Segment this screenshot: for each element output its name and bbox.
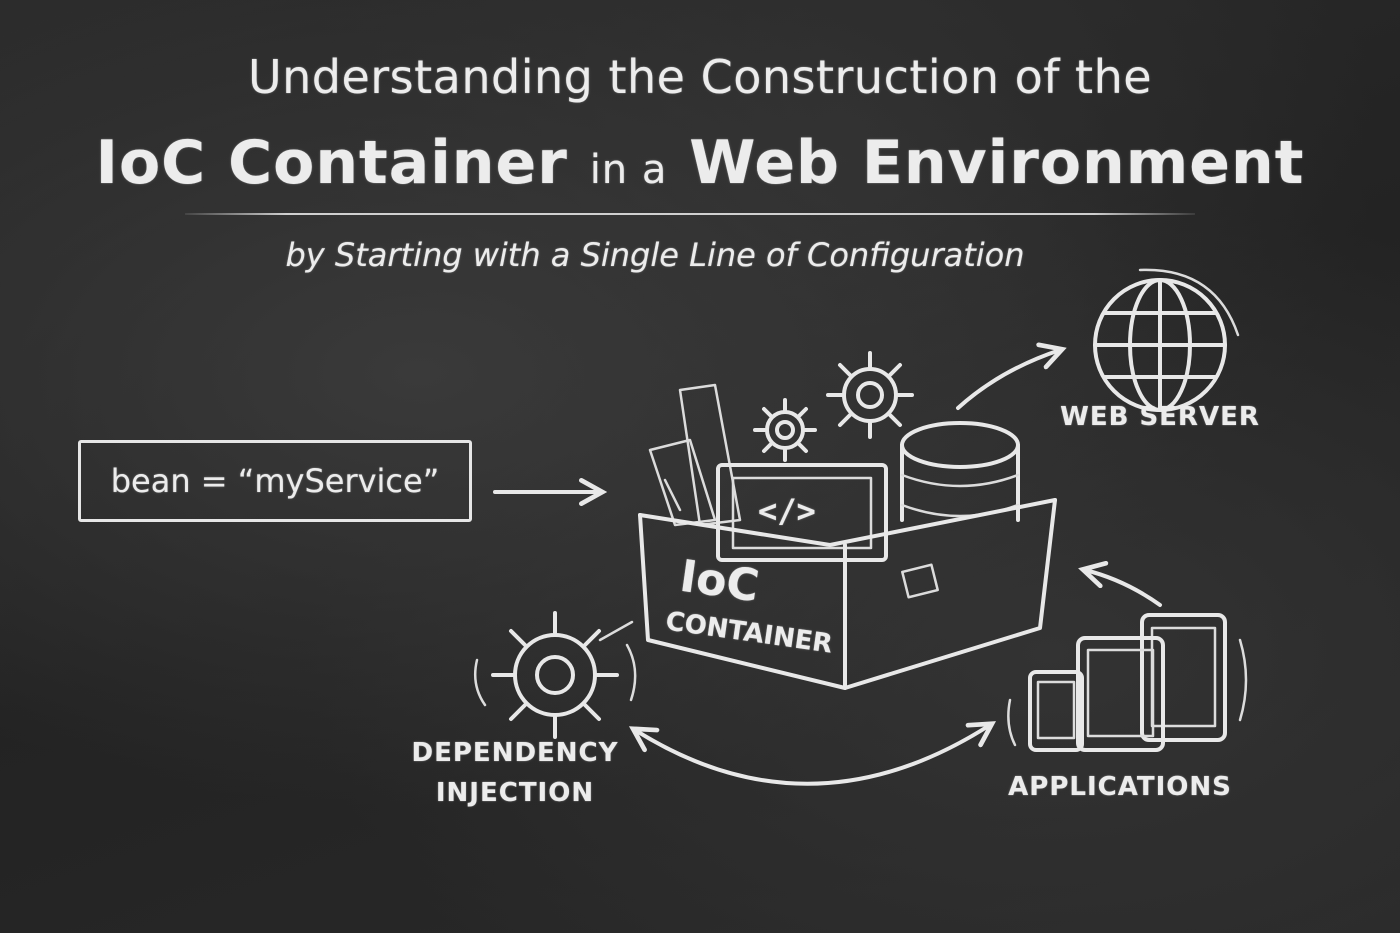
- devices-icon: [1007, 613, 1248, 752]
- config-box: bean = “myService”: [78, 440, 472, 522]
- label-dependency-injection: DEPENDENCY INJECTION: [405, 733, 625, 813]
- label-di-line-1: DEPENDENCY: [411, 738, 619, 768]
- title-web-environment: Web Environment: [689, 128, 1305, 198]
- label-di-line-2: INJECTION: [435, 778, 595, 808]
- title-ioc-container: IoC Container: [95, 128, 568, 198]
- gear-icon: [474, 611, 637, 739]
- container-contents: [648, 351, 1020, 562]
- label-applications: APPLICATIONS: [1008, 772, 1232, 802]
- title-line-1: Understanding the Construction of the: [247, 50, 1153, 104]
- title-in-a: in a: [589, 147, 668, 193]
- arrow-applications-to-container: [1085, 570, 1162, 607]
- arrow-container-to-webserver: [956, 350, 1060, 410]
- container-label-ioc: IoC: [676, 550, 763, 613]
- label-web-server: WEB SERVER: [1060, 402, 1260, 432]
- title-line-2: IoC Container in a Web Environment: [0, 128, 1400, 198]
- globe-icon: [1093, 268, 1240, 412]
- arrow-di-applications: [635, 725, 990, 786]
- container-gear-small: [753, 398, 817, 462]
- code-glyph: </>: [758, 492, 816, 530]
- subtitle: by Starting with a Single Line of Config…: [285, 236, 1025, 274]
- config-code: bean = “myService”: [110, 462, 440, 500]
- title-divider: [185, 213, 1195, 215]
- container-box: [638, 498, 1057, 690]
- link-di-to-container: [598, 620, 634, 642]
- container-gear-large: [826, 351, 914, 439]
